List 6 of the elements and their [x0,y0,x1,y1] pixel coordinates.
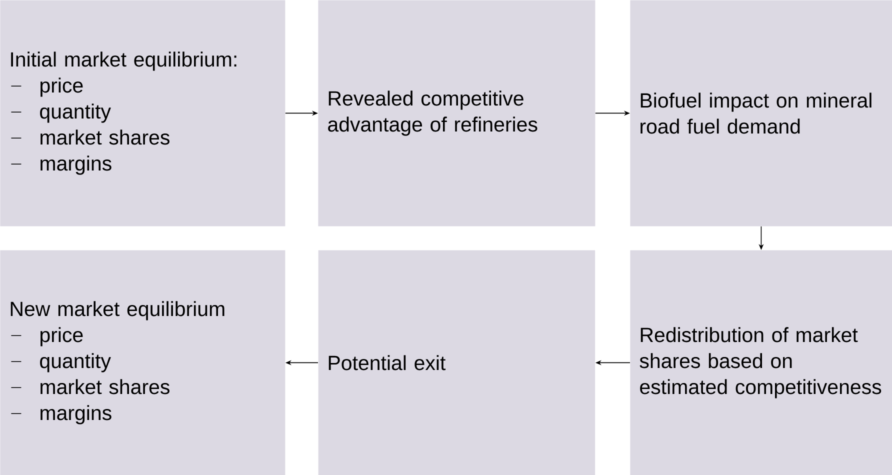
process-box: Revealed competitive advantage of refineries [318,0,596,226]
process-box: Biofuel impact on mineral road fuel demand [630,0,892,226]
process-box: New market equilibrium price quantity market shares margins [0,250,286,475]
process-box: Potential exit [318,250,596,475]
process-box: Initial market equilibrium: price quantity market shares margins [0,0,286,226]
process-box: Redistribution of market shares based on estimated competitiveness [630,250,892,475]
